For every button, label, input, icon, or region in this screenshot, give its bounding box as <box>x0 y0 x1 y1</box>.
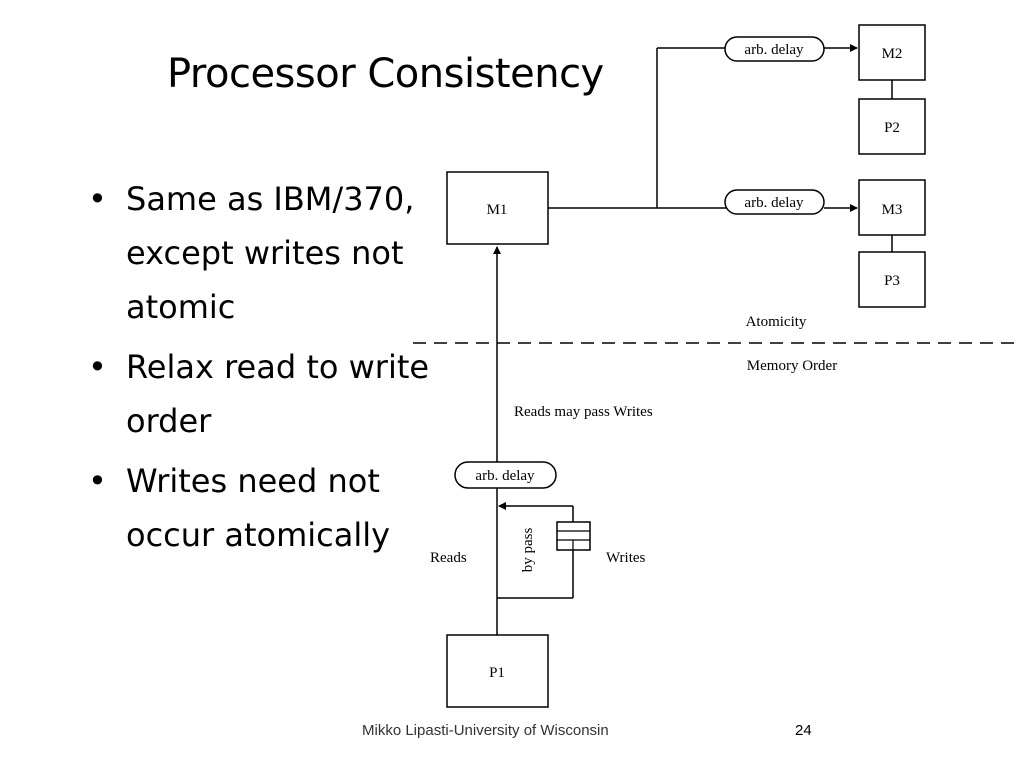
bullet-glyph: • <box>88 462 107 500</box>
box-p1-label: P1 <box>489 665 505 681</box>
write-buffer <box>556 521 591 551</box>
bullet-item: • Relax read to write order <box>88 340 438 448</box>
bullet-glyph: • <box>88 180 107 218</box>
arb-delay-m3: arb. delay <box>724 189 825 215</box>
arb-delay-m3-label: arb. delay <box>744 195 804 211</box>
box-m2-label: M2 <box>882 46 903 62</box>
arb-delay-p1-label: arb. delay <box>475 468 535 484</box>
bullet-glyph: • <box>88 348 107 386</box>
box-p2-label: P2 <box>884 120 900 136</box>
box-m1-label: M1 <box>487 202 508 218</box>
bullet-text: Relax read to write order <box>126 348 430 440</box>
memory-order-label: Memory Order <box>747 358 837 374</box>
arb-delay-m2: arb. delay <box>724 36 825 62</box>
box-m1: M1 <box>446 171 549 245</box>
box-m3: M3 <box>858 179 926 236</box>
box-p2: P2 <box>858 98 926 155</box>
bullet-text: Same as IBM/370, except writes not atomi… <box>126 180 415 326</box>
atomicity-label: Atomicity <box>746 314 807 330</box>
reads-label: Reads <box>430 550 467 566</box>
bypass-label: by pass <box>520 528 536 573</box>
box-p3: P3 <box>858 251 926 308</box>
box-p1: P1 <box>446 634 549 708</box>
box-m2: M2 <box>858 24 926 81</box>
box-m3-label: M3 <box>882 202 903 218</box>
bullet-item: • Same as IBM/370, except writes not ato… <box>88 172 438 334</box>
slide-title: Processor Consistency <box>167 51 604 97</box>
arb-delay-p1: arb. delay <box>454 461 557 489</box>
bullet-text: Writes need not occur atomically <box>126 462 391 554</box>
reads-may-pass-label: Reads may pass Writes <box>514 404 653 420</box>
box-p3-label: P3 <box>884 273 900 289</box>
page-number: 24 <box>795 722 812 739</box>
writes-label: Writes <box>606 550 646 566</box>
bullet-item: • Writes need not occur atomically <box>88 454 438 562</box>
arb-delay-m2-label: arb. delay <box>744 42 804 58</box>
bullet-list: • Same as IBM/370, except writes not ato… <box>88 172 438 568</box>
footer-author: Mikko Lipasti-University of Wisconsin <box>362 722 609 739</box>
